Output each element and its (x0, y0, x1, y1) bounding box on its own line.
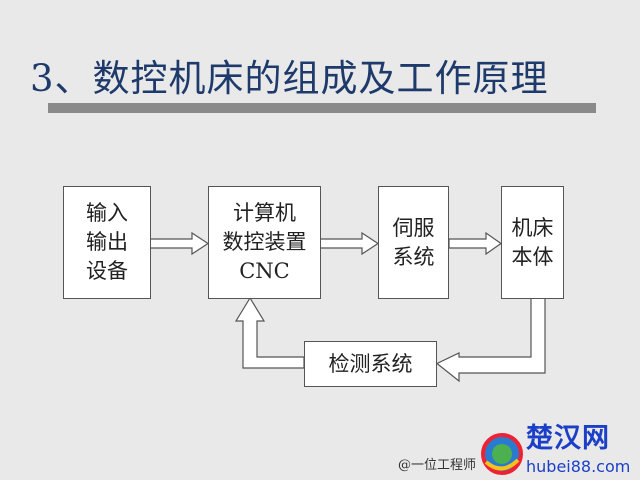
arrow-servo-to-machine (448, 231, 503, 256)
block-label: 计算机 (233, 201, 296, 225)
machine-body-block: 机床本体 (501, 186, 564, 299)
block-label: 系统 (392, 244, 435, 269)
title-underline-bar (48, 103, 596, 113)
watermark-globe-icon (481, 433, 523, 475)
block-label: 数控装置 (222, 230, 307, 254)
watermark-logo-text: 楚汉网 (526, 423, 610, 454)
cnc-block: 计算机数控装置 CNC (208, 186, 321, 299)
arrow-io-to-cnc (149, 231, 210, 256)
block-label: 检测系统 (328, 351, 413, 376)
block-label: 输出 (86, 230, 128, 254)
block-label: 设备 (86, 259, 128, 283)
arrow-cnc-to-servo (319, 231, 380, 256)
arrow-detect-to-cnc (234, 296, 305, 369)
io-device-block: 输入输出设备 (63, 186, 151, 299)
block-label: 伺服 (392, 215, 435, 240)
slide-title: 3、数控机床的组成及工作原理 (30, 57, 549, 100)
watermark-url: hubei88.com (526, 457, 631, 476)
arrow-machine-to-detect (435, 297, 546, 383)
block-label: 输入 (86, 201, 128, 225)
block-label: CNC (239, 259, 290, 283)
watermark-source: @一位工程师 (398, 458, 477, 473)
detection-block: 检测系统 (304, 341, 437, 387)
block-label: 机床 (511, 215, 554, 240)
servo-block: 伺服系统 (378, 186, 449, 299)
block-label: 本体 (511, 244, 554, 269)
